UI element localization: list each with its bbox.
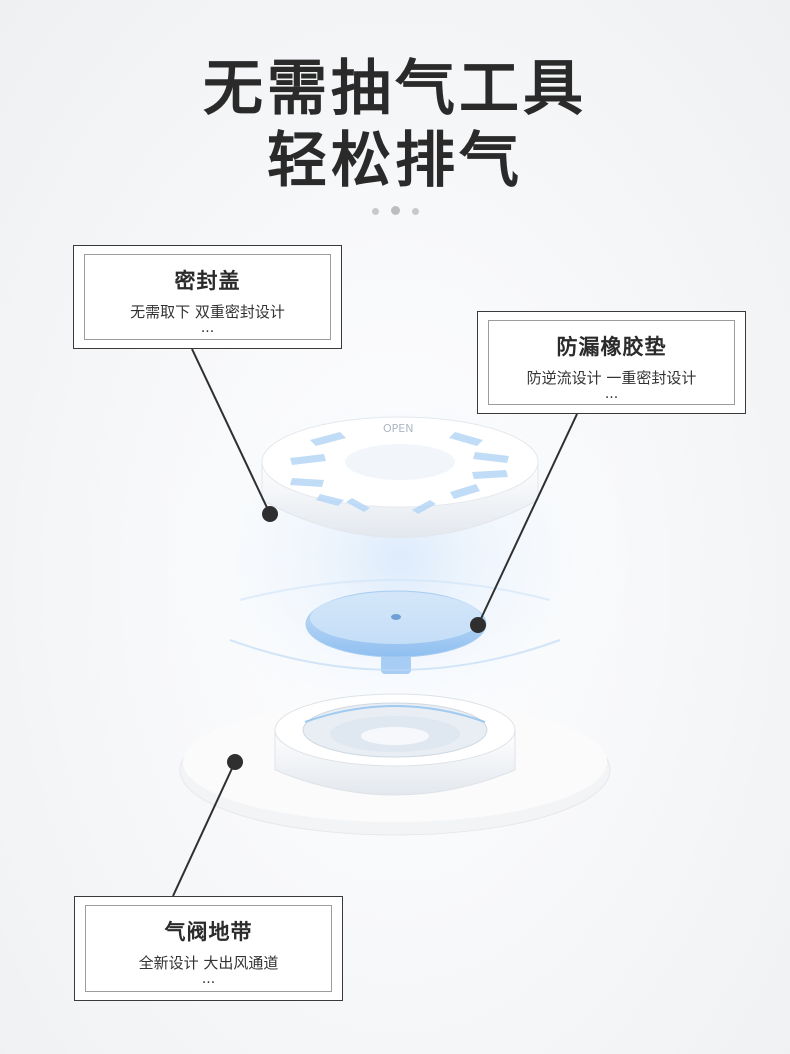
callout-more: ...: [200, 320, 215, 336]
callout-valve-zone: 气阀地带 全新设计 大出风通道 ...: [74, 896, 343, 1001]
connector-dot-seal-lid: [262, 506, 278, 522]
carousel-dot-active[interactable]: [390, 206, 400, 215]
callout-title: 密封盖: [174, 269, 241, 293]
connector-line-gasket: [477, 413, 578, 626]
carousel-dot[interactable]: [411, 208, 419, 215]
connector-line-seal-lid: [191, 348, 271, 515]
seal-lid-illustration: OPEN: [261, 416, 539, 538]
valve-base-illustration: [179, 693, 611, 836]
callout-seal-lid: 密封盖 无需取下 双重密封设计 ...: [73, 245, 342, 349]
callout-desc: 防逆流设计 一重密封设计: [526, 369, 697, 387]
callout-frame: 防漏橡胶垫 防逆流设计 一重密封设计 ...: [488, 320, 735, 405]
connector-dot-valve: [227, 754, 243, 770]
headline-line-2: 轻松排气: [267, 126, 523, 196]
carousel-dot[interactable]: [371, 208, 379, 215]
carousel-indicator: [0, 200, 790, 219]
callout-frame: 气阀地带 全新设计 大出风通道 ...: [85, 905, 332, 992]
rubber-gasket-illustration: [229, 579, 561, 674]
headline-line-1: 无需抽气工具: [203, 54, 587, 124]
callout-frame: 密封盖 无需取下 双重密封设计 ...: [84, 254, 331, 340]
callout-title: 气阀地带: [164, 920, 253, 944]
callout-rubber-gasket: 防漏橡胶垫 防逆流设计 一重密封设计 ...: [477, 311, 746, 414]
lid-open-mark: OPEN: [383, 422, 413, 435]
callout-more: ...: [201, 971, 216, 987]
callout-desc: 全新设计 大出风通道: [138, 954, 279, 972]
callout-more: ...: [604, 386, 619, 402]
callout-title: 防漏橡胶垫: [556, 335, 667, 359]
callout-desc: 无需取下 双重密封设计: [130, 303, 285, 321]
connector-line-valve: [172, 761, 236, 897]
connector-dot-gasket: [470, 617, 486, 633]
